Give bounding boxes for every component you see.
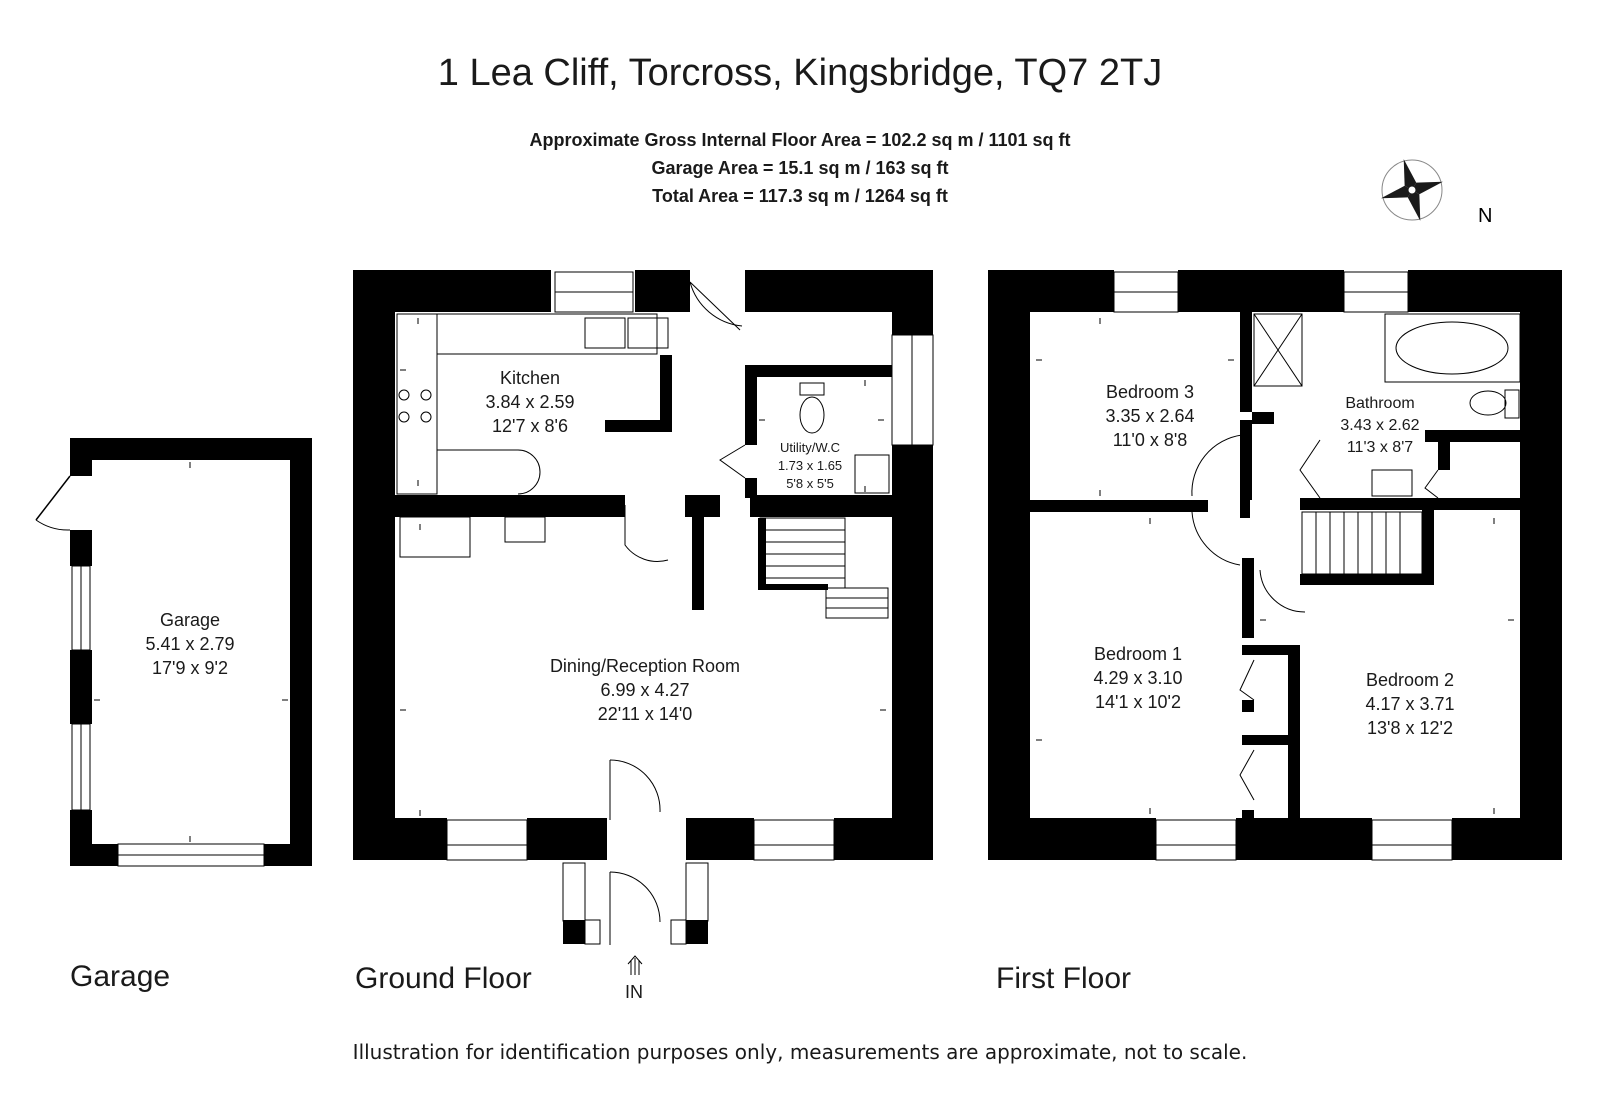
bedroom3-imperial: 11'0 x 8'8: [1113, 430, 1188, 450]
dining-room-metric: 6.99 x 4.27: [600, 680, 689, 700]
bedroom2-metric: 4.17 x 3.71: [1365, 694, 1454, 714]
garage-room-metric: 5.41 x 2.79: [145, 634, 234, 654]
kitchen-room-name: Kitchen: [500, 368, 560, 388]
garage-area-text: Garage Area = 15.1 sq m / 163 sq ft: [651, 158, 949, 178]
kitchen-room-imperial: 12'7 x 8'6: [492, 416, 568, 436]
bathroom-metric: 3.43 x 2.62: [1340, 417, 1419, 434]
bedroom1-imperial: 14'1 x 10'2: [1095, 692, 1181, 712]
ground-floor-plan: Kitchen 3.84 x 2.59 12'7 x 8'6 Utility/W…: [353, 270, 934, 945]
page-title: 1 Lea Cliff, Torcross, Kingsbridge, TQ7 …: [437, 52, 1163, 94]
bathroom-imperial: 11'3 x 8'7: [1347, 439, 1413, 456]
entrance-label: IN: [625, 982, 643, 1002]
kitchen-room-metric: 3.84 x 2.59: [485, 392, 574, 412]
garage-plan: Garage 5.41 x 2.79 17'9 x 9'2: [35, 438, 312, 867]
bedroom1-metric: 4.29 x 3.10: [1093, 668, 1182, 688]
bedroom2-imperial: 13'8 x 12'2: [1367, 718, 1453, 738]
bedroom3-metric: 3.35 x 2.64: [1105, 406, 1194, 426]
first-floor-label: First Floor: [996, 962, 1131, 995]
disclaimer-text: Illustration for identification purposes…: [352, 1040, 1248, 1064]
garage-floor-label: Garage: [70, 960, 171, 993]
ground-floor-label: Ground Floor: [355, 962, 532, 995]
utility-room-imperial: 5'8 x 5'5: [786, 476, 834, 491]
total-area-text: Total Area = 117.3 sq m / 1264 sq ft: [652, 186, 948, 206]
dining-room-imperial: 22'11 x 14'0: [598, 704, 693, 724]
bedroom1-name: Bedroom 1: [1094, 644, 1182, 664]
gross-area-text: Approximate Gross Internal Floor Area = …: [529, 130, 1071, 150]
bedroom3-name: Bedroom 3: [1106, 382, 1194, 402]
compass-label: N: [1478, 205, 1492, 227]
bedroom2-name: Bedroom 2: [1366, 670, 1454, 690]
compass-rose-icon: [1381, 159, 1443, 221]
dining-room-name: Dining/Reception Room: [550, 656, 740, 676]
garage-room-imperial: 17'9 x 9'2: [152, 658, 228, 678]
utility-room-name: Utility/W.C: [780, 440, 840, 455]
utility-room-metric: 1.73 x 1.65: [778, 458, 842, 473]
arrow-up-icon: [627, 955, 643, 975]
bathroom-name: Bathroom: [1345, 395, 1414, 412]
first-floor-plan: Bedroom 3 3.35 x 2.64 11'0 x 8'8 Bathroo…: [988, 270, 1562, 861]
garage-room-name: Garage: [160, 610, 220, 630]
